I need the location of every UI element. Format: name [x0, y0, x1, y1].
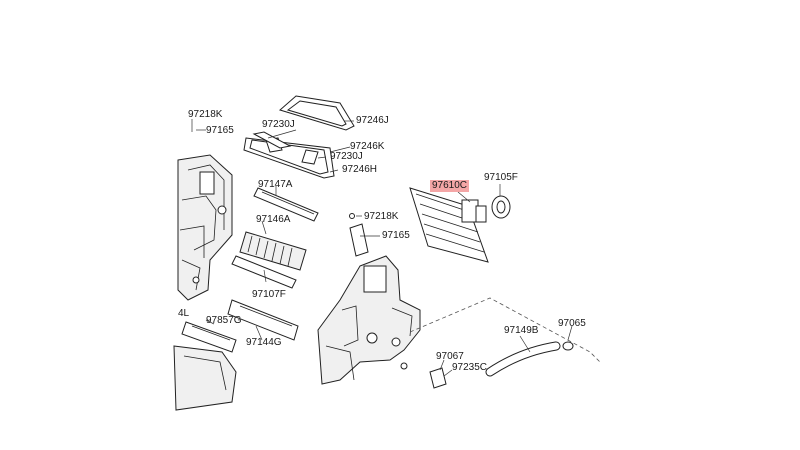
assembly-outline	[409, 297, 601, 363]
heater-case-left	[177, 154, 233, 301]
bolt-97218K	[349, 213, 355, 219]
label-97149B[interactable]: 97149B	[504, 325, 539, 336]
door-97147A	[253, 187, 319, 222]
door-97146A	[239, 231, 307, 271]
label-97147A[interactable]: 97147A	[258, 179, 293, 190]
seal-strips-97230J	[252, 131, 319, 165]
heater-case-main	[317, 255, 421, 385]
label-97218K-second[interactable]: 97218K	[364, 211, 399, 222]
label-97230J-second[interactable]: 97230J	[330, 151, 363, 162]
label-97246K[interactable]: 97246K	[350, 141, 385, 152]
door-97144G	[227, 299, 299, 341]
label-97165[interactable]: 97165	[206, 125, 234, 136]
bracket-97165	[349, 223, 369, 257]
label-97107F[interactable]: 97107F	[252, 289, 286, 300]
label-4L[interactable]: 4L	[178, 308, 190, 319]
label-97144G[interactable]: 97144G	[246, 337, 282, 348]
duct-97857G	[181, 321, 237, 353]
screw-97067	[400, 362, 408, 370]
label-97246J[interactable]: 97246J	[356, 115, 389, 126]
label-97146A[interactable]: 97146A	[256, 214, 291, 225]
lower-case-left	[173, 345, 237, 411]
label-97246H[interactable]: 97246H	[342, 164, 378, 175]
label-97610C-highlighted[interactable]: 97610C	[430, 180, 470, 192]
label-97235C[interactable]: 97235C	[452, 362, 488, 373]
seal-97246J	[278, 95, 355, 131]
oring-97105F	[491, 195, 511, 219]
clip-97235C	[429, 367, 447, 389]
evaporator-core-97610C	[409, 187, 489, 263]
label-97218K[interactable]: 97218K	[188, 109, 223, 120]
label-97067[interactable]: 97067	[436, 351, 464, 362]
label-97065[interactable]: 97065	[558, 318, 586, 329]
label-97165-second[interactable]: 97165	[382, 230, 410, 241]
label-97105F[interactable]: 97105F	[484, 172, 518, 183]
leader-lines	[191, 119, 573, 377]
hose-97149B	[485, 341, 574, 377]
label-97857G[interactable]: 97857G	[206, 315, 242, 326]
label-97230J[interactable]: 97230J	[262, 119, 295, 130]
